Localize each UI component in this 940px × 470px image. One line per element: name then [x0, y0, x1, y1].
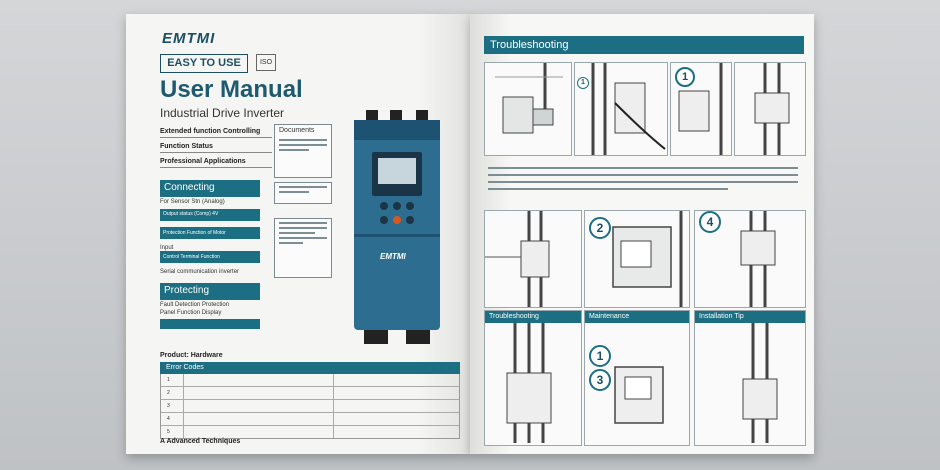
diagram-panel: 2 — [584, 210, 690, 308]
table-divider — [183, 374, 184, 438]
feature-item: Professional Applications — [160, 158, 246, 165]
text-line — [279, 139, 327, 141]
section-line: Protection Function of Motor — [160, 227, 260, 239]
step-number: 4 — [699, 211, 721, 233]
device-brand-label: EMTMI — [380, 252, 406, 261]
diagram-panel: 1 — [574, 62, 668, 156]
troubleshooting-title: Troubleshooting — [484, 36, 804, 54]
table-cell: 1 — [167, 377, 170, 383]
text-line — [279, 237, 327, 239]
diagram-panel: 1 — [670, 62, 732, 156]
page-footer: A Advanced Techniques — [160, 438, 241, 445]
section-list: Connecting For Sensor Stn (Analog) Outpu… — [160, 180, 260, 329]
documents-box: Documents — [274, 124, 332, 178]
open-manual: EMTMI EASY TO USE ISO User Manual Indust… — [126, 14, 814, 454]
feature-list: Extended function Controlling Function S… — [160, 128, 272, 173]
text-line — [488, 174, 798, 176]
text-line — [279, 144, 327, 146]
terminal-box — [274, 218, 332, 278]
divider — [160, 167, 272, 168]
diagram-panel: Installation Tip — [694, 310, 806, 446]
table-header: Error Codes — [160, 362, 460, 374]
table-row: 3 — [161, 400, 459, 413]
section-line: For Sensor Stn (Analog) — [160, 199, 225, 205]
page-title: User Manual — [160, 76, 303, 103]
step-number: 1 — [675, 67, 695, 87]
diagram-panel: Troubleshooting — [484, 310, 582, 446]
text-line — [279, 227, 327, 229]
easy-to-use-badge: EASY TO USE — [160, 54, 248, 73]
divider — [160, 137, 272, 138]
section-line: Input — [160, 245, 174, 251]
text-line — [279, 186, 327, 188]
table-cell: 3 — [167, 403, 170, 409]
table-cell: 2 — [167, 390, 170, 396]
text-line — [279, 232, 315, 234]
diagram-panel: 4 — [694, 210, 806, 308]
diagram-panel: Maintenance 1 3 — [584, 310, 690, 446]
table-cell: 5 — [167, 429, 170, 435]
panel-title: Troubleshooting — [485, 311, 581, 323]
spec-mini-box — [274, 182, 332, 204]
instruction-text — [484, 164, 802, 193]
diagram-panel — [484, 210, 582, 308]
table-cell: 4 — [167, 416, 170, 422]
text-line — [279, 222, 327, 224]
table-row: 5 — [161, 426, 459, 438]
step-number: 3 — [589, 369, 611, 391]
section-heading-connecting: Connecting — [160, 180, 260, 197]
text-line — [279, 242, 303, 244]
table-row: 2 — [161, 387, 459, 400]
text-line — [488, 167, 798, 169]
table-caption: Product: Hardware — [160, 352, 223, 359]
section-bar — [160, 319, 260, 329]
section-line: Control Terminal Function — [160, 251, 260, 263]
text-line — [488, 181, 798, 183]
right-page: Troubleshooting 1 1 2 — [470, 14, 814, 454]
section-line: Panel Function Display — [160, 310, 222, 316]
iso-badge: ISO — [256, 54, 276, 71]
brand-logo: EMTMI — [162, 30, 216, 47]
text-line — [279, 149, 309, 151]
step-number: 1 — [589, 345, 611, 367]
feature-item: Function Status — [160, 143, 213, 150]
section-line: Serial communication inverter — [160, 269, 240, 275]
text-line — [279, 191, 309, 193]
error-code-table: Error Codes 1 2 3 4 5 — [160, 362, 460, 439]
left-page: EMTMI EASY TO USE ISO User Manual Indust… — [126, 14, 470, 454]
table-divider — [333, 374, 334, 438]
table-body: 1 2 3 4 5 — [160, 374, 460, 439]
step-number: 2 — [589, 217, 611, 239]
diagram-panel — [484, 62, 572, 156]
section-line: Output status (Comp) 4V — [160, 209, 260, 221]
divider — [160, 152, 272, 153]
section-heading-protecting: Protecting — [160, 283, 260, 300]
inverter-device-image: EMTMI — [350, 110, 444, 346]
section-line: Fault Detection Protection — [160, 302, 230, 308]
panel-title: Installation Tip — [695, 311, 805, 323]
table-row: 4 — [161, 413, 459, 426]
text-line — [488, 188, 728, 190]
page-subtitle: Industrial Drive Inverter — [160, 106, 285, 120]
table-row: 1 — [161, 374, 459, 387]
documents-label: Documents — [279, 127, 315, 134]
step-number: 1 — [577, 77, 589, 89]
diagram-panel — [734, 62, 806, 156]
panel-title: Maintenance — [585, 311, 689, 323]
feature-item: Extended function Controlling — [160, 128, 261, 135]
